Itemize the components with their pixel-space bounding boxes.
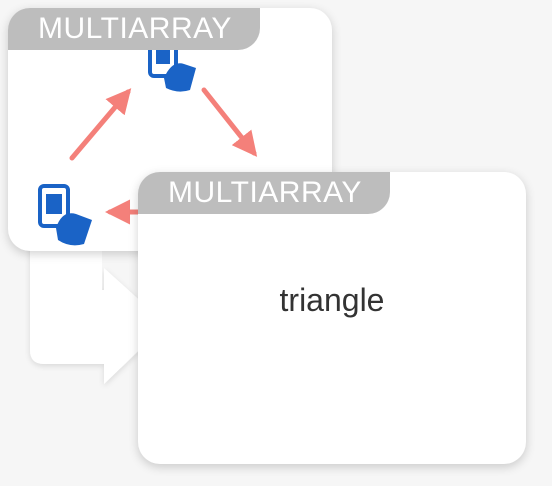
arrow-up-right bbox=[69, 88, 132, 161]
multiarray-tag: MULTIARRAY bbox=[138, 172, 390, 214]
phone-hand-icon bbox=[38, 184, 92, 246]
multiarray-card-front: MULTIARRAY triangle bbox=[138, 172, 526, 464]
card-label: triangle bbox=[279, 282, 385, 318]
multiarray-tag: MULTIARRAY bbox=[8, 8, 260, 50]
arrow-down-right bbox=[201, 87, 258, 157]
